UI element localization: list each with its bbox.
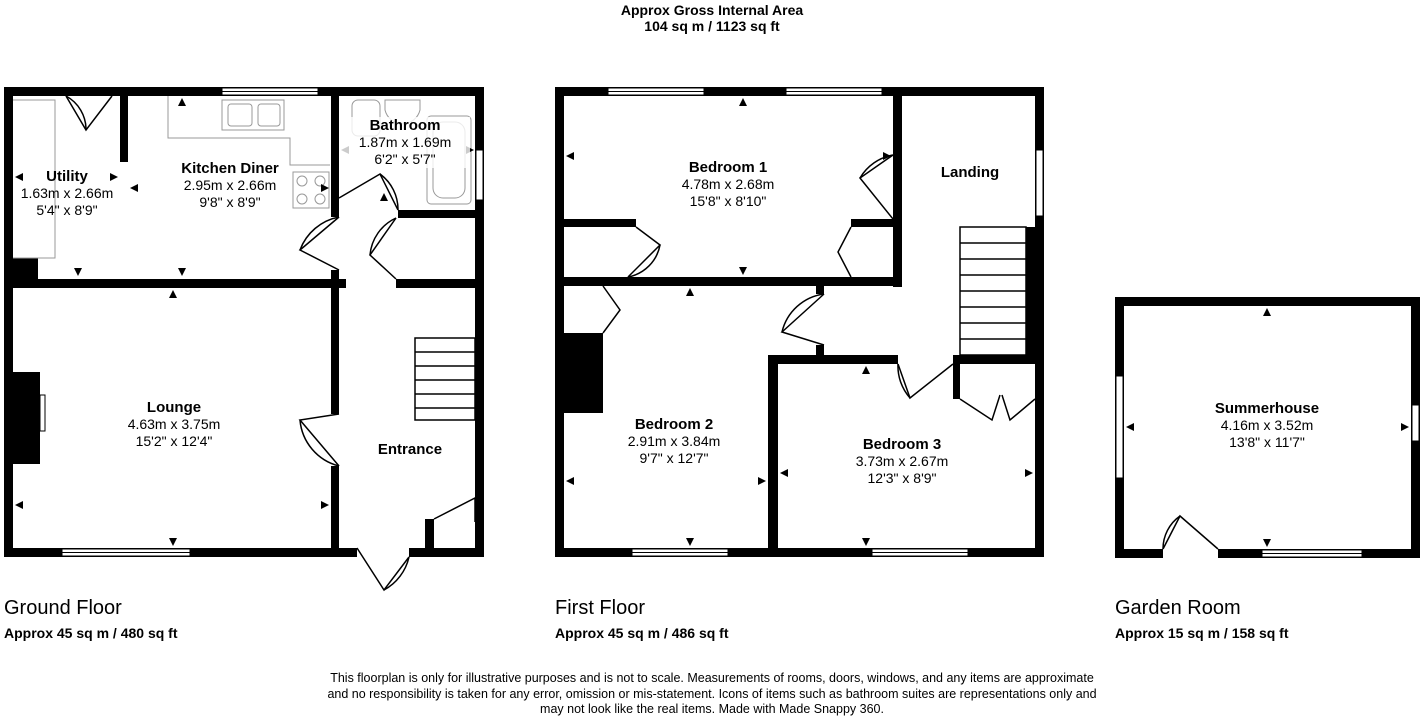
ground-floor-title: Ground Floor — [4, 597, 122, 619]
room-name: Utility — [46, 168, 88, 185]
disclaimer: This floorplan is only for illustrative … — [262, 671, 1162, 718]
room-name: Kitchen Diner — [181, 160, 279, 177]
room-name: Landing — [940, 164, 1000, 181]
disclaimer-line: and no responsibility is taken for any e… — [327, 686, 1097, 701]
room-bedroom-1: Bedroom 1 4.78m x 2.68m 15'8" x 8'10" — [658, 159, 798, 210]
stair-wall — [1026, 227, 1035, 355]
garden-room-title: Garden Room — [1115, 597, 1241, 619]
window-mid-lines — [62, 91, 1362, 554]
room-bathroom: Bathroom 1.87m x 1.69m 6'2" x 5'7" — [340, 117, 470, 168]
room-imperial: 6'2" x 5'7" — [374, 151, 436, 167]
room-metric: 4.63m x 3.75m — [127, 416, 221, 432]
gross-area-title: Approx Gross Internal Area — [620, 2, 804, 18]
room-imperial: 12'3" x 8'9" — [867, 470, 937, 486]
room-imperial: 13'8" x 11'7" — [1229, 434, 1305, 450]
room-summerhouse: Summerhouse 4.16m x 3.52m 13'8" x 11'7" — [1197, 400, 1337, 451]
room-imperial: 9'7" x 12'7" — [639, 450, 709, 466]
room-imperial: 9'8" x 8'9" — [199, 194, 261, 210]
room-name: Entrance — [377, 441, 443, 458]
room-name: Bathroom — [369, 117, 441, 134]
disclaimer-line: may not look like the real items. Made w… — [540, 702, 884, 716]
room-lounge: Lounge 4.63m x 3.75m 15'2" x 12'4" — [94, 399, 254, 450]
room-name: Lounge — [146, 399, 202, 416]
room-imperial: 15'8" x 8'10" — [689, 193, 767, 209]
room-name: Summerhouse — [1214, 400, 1320, 417]
room-metric: 3.73m x 2.67m — [855, 453, 949, 469]
room-metric: 1.87m x 1.69m — [358, 134, 452, 150]
disclaimer-line: This floorplan is only for illustrative … — [330, 671, 1094, 685]
doors — [65, 95, 1219, 592]
garden-room-area: Approx 15 sq m / 158 sq ft — [1115, 625, 1289, 641]
stairs — [414, 226, 1027, 421]
room-metric: 1.63m x 2.66m — [20, 185, 114, 201]
gross-area-value: 104 sq m / 1123 sq ft — [644, 18, 780, 34]
room-metric: 2.95m x 2.66m — [183, 177, 277, 193]
room-name: Bedroom 2 — [634, 416, 714, 433]
room-bedroom-2: Bedroom 2 2.91m x 3.84m 9'7" x 12'7" — [604, 416, 744, 467]
room-metric: 2.91m x 3.84m — [627, 433, 721, 449]
room-name: Bedroom 1 — [688, 159, 768, 176]
room-entrance: Entrance — [360, 441, 460, 458]
room-metric: 4.78m x 2.68m — [681, 176, 775, 192]
room-landing: Landing — [920, 164, 1020, 181]
room-metric: 4.16m x 3.52m — [1220, 417, 1314, 433]
room-imperial: 5'4" x 8'9" — [36, 202, 98, 218]
room-name: Bedroom 3 — [862, 436, 942, 453]
ground-floor-area: Approx 45 sq m / 480 sq ft — [4, 625, 178, 641]
room-utility: Utility 1.63m x 2.66m 5'4" x 8'9" — [12, 168, 122, 219]
room-imperial: 15'2" x 12'4" — [135, 433, 213, 449]
first-floor-title: First Floor — [555, 597, 645, 619]
room-kitchen-diner: Kitchen Diner 2.95m x 2.66m 9'8" x 8'9" — [160, 160, 300, 211]
room-bedroom-3: Bedroom 3 3.73m x 2.67m 12'3" x 8'9" — [832, 436, 972, 487]
first-floor-area: Approx 45 sq m / 486 sq ft — [555, 625, 729, 641]
